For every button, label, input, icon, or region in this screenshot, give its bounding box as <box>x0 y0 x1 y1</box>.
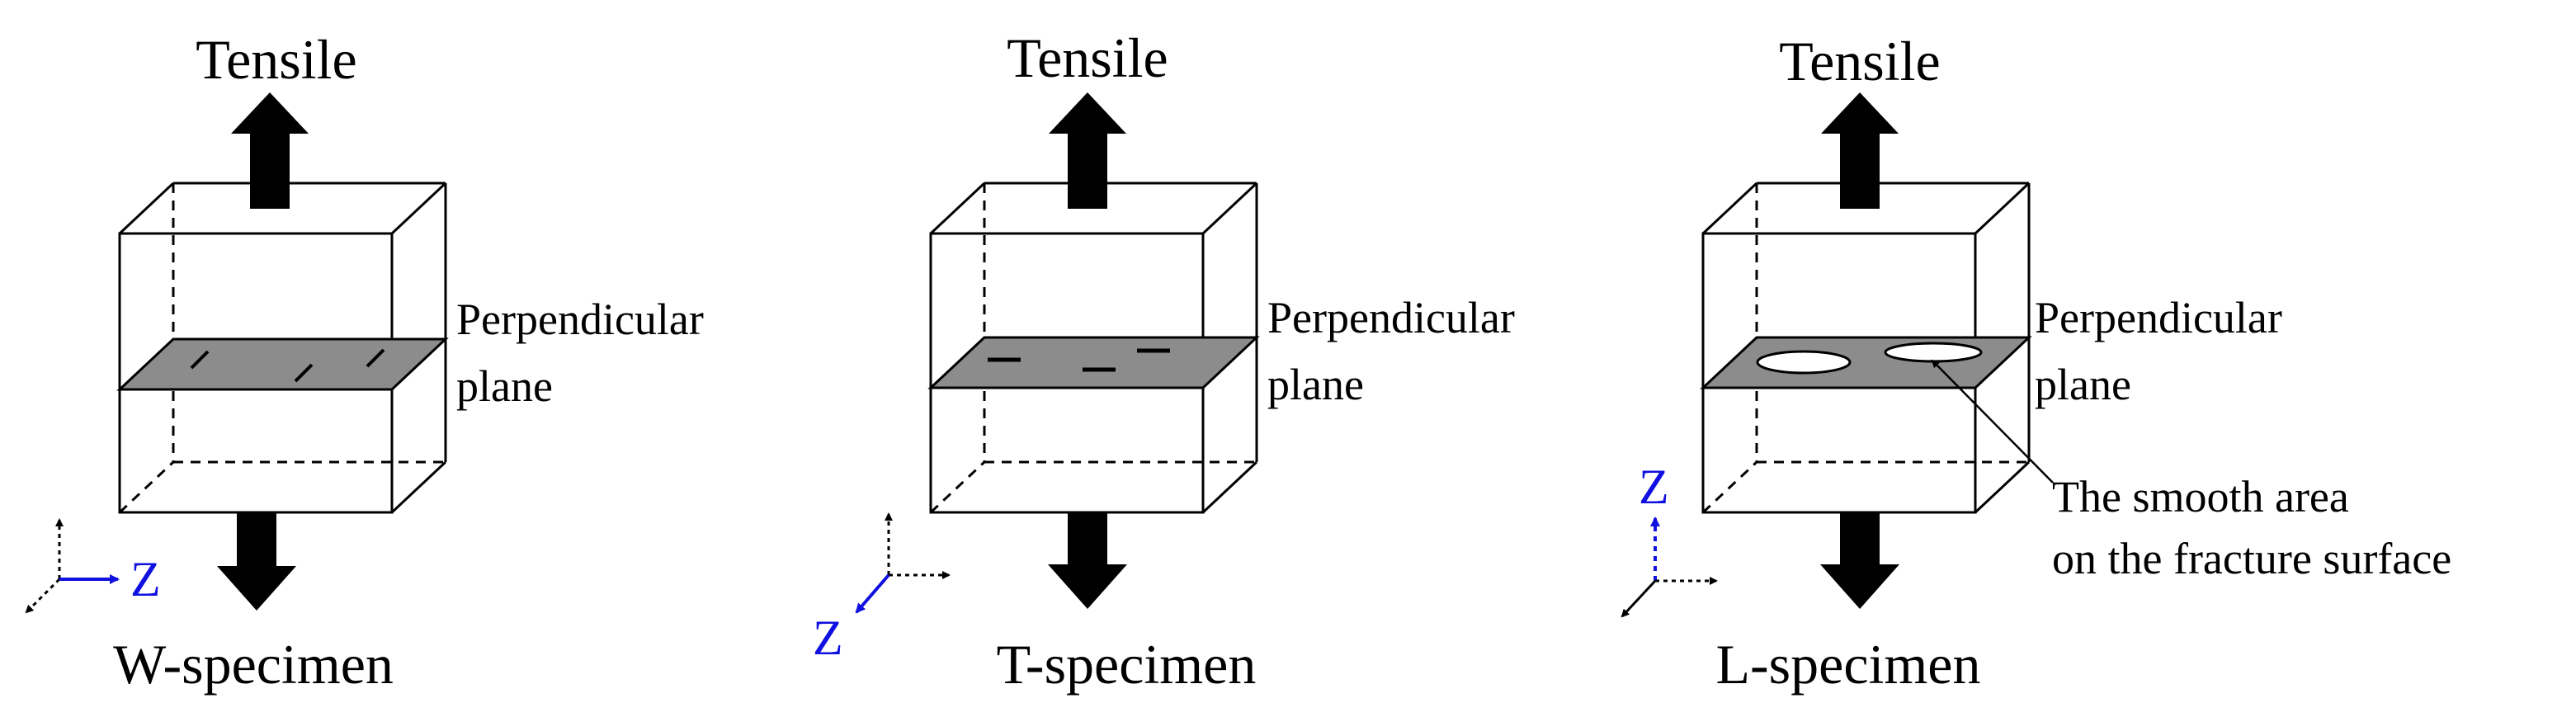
specimen-label-l: L-specimen <box>1716 633 1981 696</box>
tensile-label-w: Tensile <box>196 28 356 91</box>
callout-leader-line <box>1931 359 2054 484</box>
callout-label-line1: The smooth area <box>2052 472 2349 521</box>
specimen-label-w: W-specimen <box>113 633 394 696</box>
axis-label-l: Z <box>1639 460 1669 514</box>
horizontal-marks-t <box>988 348 1170 372</box>
axis-triad-w: Z <box>25 518 161 614</box>
tensile-label-l: Tensile <box>1779 30 1940 92</box>
axis-triad-t: Z <box>813 512 951 665</box>
plane-label-line1-t: Perpendicular <box>1267 293 1515 342</box>
perpendicular-plane-l <box>1700 336 2032 389</box>
tensile-down-arrow-l <box>1820 512 1899 609</box>
axis-label-t: Z <box>813 611 843 665</box>
smooth-area-ellipse <box>1756 350 1852 375</box>
panel-l-specimen: Tensile Perpendicular plane The smooth a… <box>1621 30 2451 696</box>
tensile-up-arrow-t <box>1049 92 1126 209</box>
tensile-down-arrow-t <box>1048 512 1127 609</box>
plane-label-line1-w: Perpendicular <box>456 295 704 344</box>
diagonal-marks-w <box>190 348 385 383</box>
panel-w-specimen: Tensile Perpendicular plane W-specimen <box>25 28 704 696</box>
axis-label-w: Z <box>130 552 161 606</box>
axis-triad-l: Z <box>1621 460 1718 618</box>
plane-label-line2-w: plane <box>456 361 553 411</box>
tensile-up-arrow-w <box>231 92 309 209</box>
plane-label-line2-l: plane <box>2035 360 2131 409</box>
callout-label-line2: on the fracture surface <box>2052 534 2451 583</box>
panel-t-specimen: Tensile Perpendicular plane T-specimen <box>813 26 1515 696</box>
tensile-down-arrow-w <box>217 512 296 611</box>
smooth-area-ellipse <box>1884 342 1983 363</box>
plane-label-line1-l: Perpendicular <box>2035 293 2282 342</box>
specimen-label-t: T-specimen <box>997 633 1257 696</box>
plane-label-line2-t: plane <box>1267 360 1364 409</box>
tensile-label-t: Tensile <box>1007 26 1168 89</box>
perpendicular-plane-t <box>927 336 1260 389</box>
perpendicular-plane-w <box>116 337 449 391</box>
tensile-up-arrow-l <box>1821 92 1899 209</box>
